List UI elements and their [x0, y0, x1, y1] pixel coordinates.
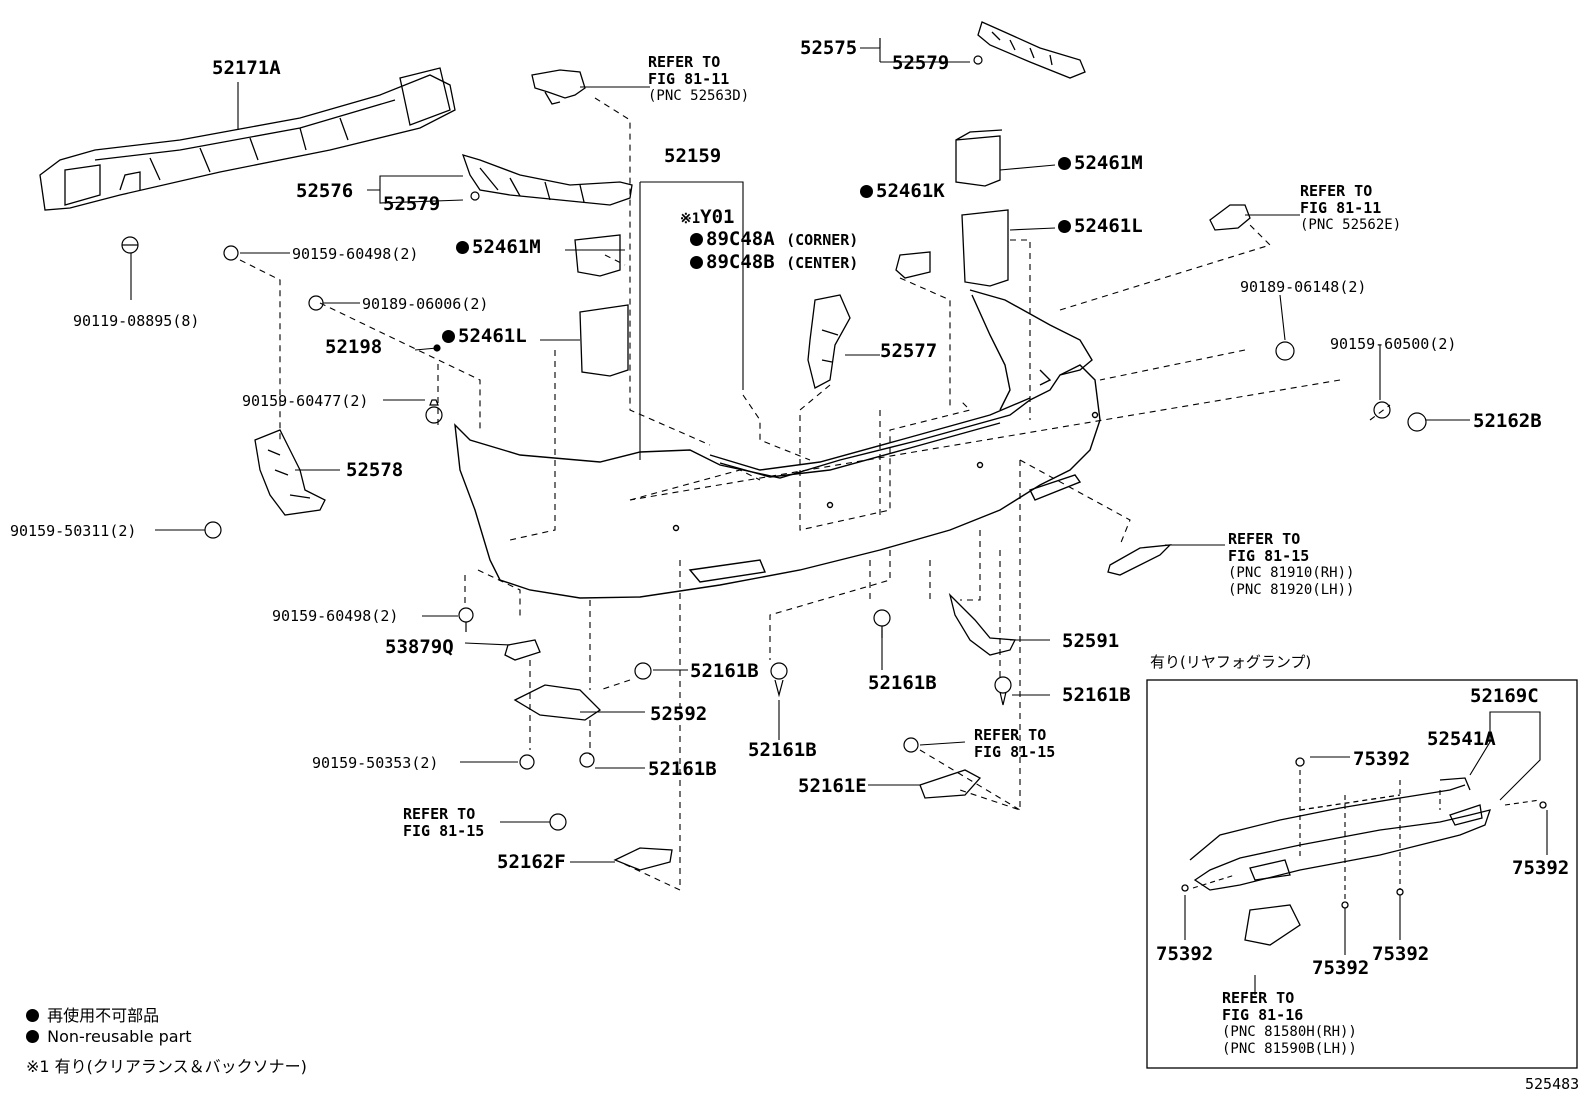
label-52541A: 52541A	[1427, 728, 1496, 750]
reinforcement-52171A-shape	[39, 67, 456, 211]
label-52577: 52577	[880, 340, 938, 362]
label-75392-d: 75392	[1312, 957, 1370, 979]
leader-lines	[130, 38, 1470, 863]
label-75392-e: 75392	[1372, 943, 1430, 965]
inset-leaders	[1184, 711, 1548, 995]
label-90159-60498-a: 90159-60498(2)	[292, 245, 419, 263]
inset-dashed	[1192, 770, 1541, 900]
label-90159-60477: 90159-60477(2)	[242, 392, 369, 410]
retainer-52575-shape	[977, 21, 1086, 79]
label-52592: 52592	[650, 703, 708, 725]
label-90119-08895: 90119-08895(8)	[73, 312, 200, 330]
nonreusable-dot	[26, 1009, 39, 1022]
label-53879Q: 53879Q	[385, 636, 454, 658]
bracket-52578-shape	[254, 429, 326, 516]
inset-garnish-shape	[1181, 757, 1547, 946]
fastener-icons	[121, 55, 1427, 831]
label-75392-b: 75392	[1512, 857, 1570, 879]
label-52461L-right: 52461L	[1058, 215, 1143, 237]
nonreusable-dot	[26, 1030, 39, 1043]
legend-line-3: ※1 有り(クリアランス＆バックソナー)	[26, 1057, 307, 1076]
nonreusable-dot	[1058, 220, 1071, 233]
label-75392-a: 75392	[1353, 748, 1411, 770]
label-52171A: 52171A	[212, 57, 281, 79]
nonreusable-dot	[690, 233, 703, 246]
bracket-top-shape	[531, 69, 586, 105]
dashed-lines	[239, 97, 1391, 891]
label-52461K: 52461K	[860, 180, 945, 202]
label-90189-06006: 90189-06006(2)	[362, 295, 489, 313]
lower-brackets	[504, 544, 1172, 871]
nonreusable-dot	[860, 185, 873, 198]
label-90159-60498-b: 90159-60498(2)	[272, 607, 399, 625]
absorber-pads	[574, 129, 1009, 377]
figure-id: 525483	[1525, 1075, 1580, 1093]
legend-line-1: 再使用不可部品	[26, 1002, 159, 1026]
label-52161B-c: 52161B	[1062, 684, 1131, 706]
label-75392-c: 75392	[1156, 943, 1214, 965]
label-52579-top: 52579	[892, 52, 950, 74]
label-90159-50311: 90159-50311(2)	[10, 522, 137, 540]
label-sensor-89C48A: 89C48A (CORNER)	[690, 228, 858, 250]
legend-line-2: Non-reusable part	[26, 1027, 191, 1046]
label-52162B: 52162B	[1473, 410, 1542, 432]
inset-frame	[1146, 679, 1578, 1069]
nonreusable-dot	[690, 256, 703, 269]
nonreusable-dot	[442, 330, 455, 343]
label-sensor-y01: ※1Y01	[680, 206, 735, 228]
retainer-52576-shape	[461, 154, 633, 206]
label-52161B-b: 52161B	[868, 672, 937, 694]
inset-caption: 有り(リヤフォグランプ)	[1150, 653, 1312, 671]
label-52575: 52575	[800, 37, 858, 59]
label-52578: 52578	[346, 459, 404, 481]
label-52461M-top: 52461M	[1058, 152, 1143, 174]
label-90159-60500: 90159-60500(2)	[1330, 335, 1457, 353]
label-52159: 52159	[664, 145, 722, 167]
label-52576: 52576	[296, 180, 354, 202]
label-52579-mid: 52579	[383, 193, 441, 215]
label-52161E: 52161E	[798, 775, 867, 797]
label-sensor-89C48B: 89C48B (CENTER)	[690, 251, 858, 273]
bumper-cover-shape	[454, 289, 1101, 599]
bracket-52577-shape	[807, 294, 851, 389]
nonreusable-dot	[1058, 157, 1071, 170]
nonreusable-dot	[456, 241, 469, 254]
label-90159-50353: 90159-50353(2)	[312, 754, 439, 772]
label-52162F: 52162F	[497, 851, 566, 873]
label-52461L-left: 52461L	[442, 325, 527, 347]
label-52461M-left: 52461M	[456, 236, 541, 258]
label-52161B-d: 52161B	[748, 739, 817, 761]
bracket-right-shape	[1209, 204, 1251, 231]
label-52591: 52591	[1062, 630, 1120, 652]
label-52161B-e: 52161B	[648, 758, 717, 780]
label-52161B-a: 52161B	[690, 660, 759, 682]
label-90189-06148: 90189-06148(2)	[1240, 278, 1367, 296]
label-52198: 52198	[325, 336, 383, 358]
label-52169C: 52169C	[1470, 685, 1539, 707]
